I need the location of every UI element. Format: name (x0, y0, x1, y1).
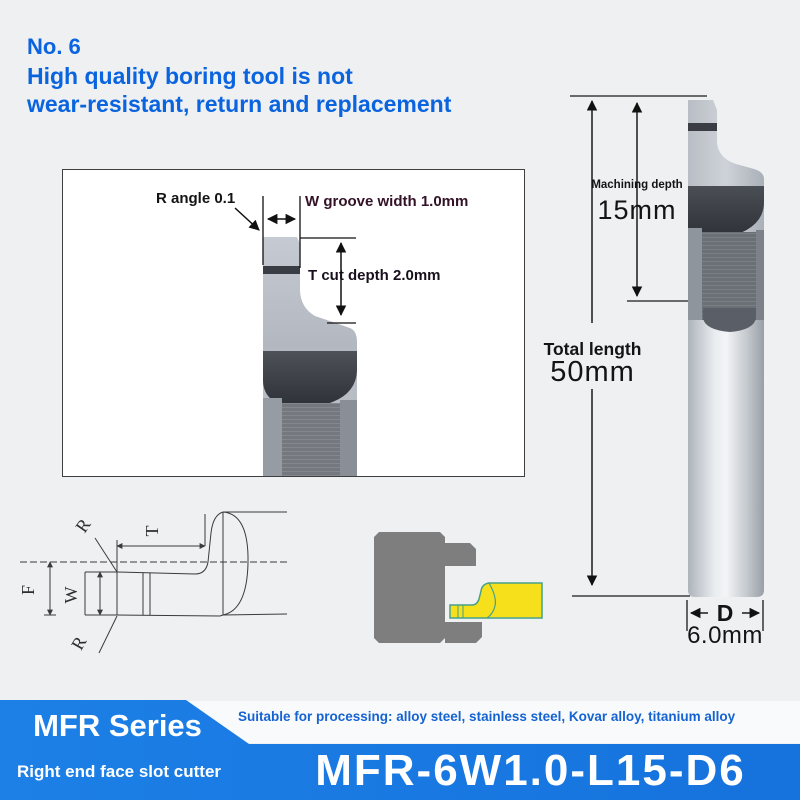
machining-depth-label: Machining depth (591, 179, 683, 191)
cutting-diagram (374, 532, 543, 643)
drawing-label-r-top: R (71, 515, 94, 536)
technical-drawing: R T F W R (18, 511, 288, 654)
suitable-for-text: Suitable for processing: alloy steel, st… (238, 709, 736, 724)
banner-wedge (183, 701, 800, 743)
header-line1: High quality boring tool is not (27, 63, 353, 89)
t-cut-label: T cut depth 2.0mm (308, 267, 441, 284)
header-number: No. 6 (27, 34, 81, 59)
machining-depth-value: 15mm (597, 195, 677, 225)
r-angle-label: R angle 0.1 (156, 190, 236, 207)
total-length-label: Total length (543, 339, 642, 359)
tool-closeup-graphic (234, 196, 357, 476)
diameter-value: 6.0mm (687, 622, 763, 649)
series-subtitle: Right end face slot cutter (16, 762, 222, 781)
series-title: MFR Series (33, 708, 202, 743)
drawing-label-w: W (61, 587, 81, 604)
drawing-label-r-bottom: R (67, 633, 90, 653)
total-length-value: 50mm (550, 356, 635, 388)
tool-side-view-graphic (570, 95, 764, 631)
drawing-label-f: F (18, 585, 38, 595)
header-line2: wear-resistant, return and replacement (27, 91, 452, 117)
diameter-letter: D (716, 600, 734, 626)
workpiece-shape (374, 532, 482, 643)
tool-closeup-photo: R angle 0.1 W groove width 1.0mm T cut d… (62, 169, 525, 477)
w-groove-label: W groove width 1.0mm (305, 193, 469, 210)
model-number: MFR-6W1.0-L15-D6 (315, 746, 746, 795)
drawing-label-t: T (142, 526, 162, 537)
cutter-shape (449, 582, 543, 619)
